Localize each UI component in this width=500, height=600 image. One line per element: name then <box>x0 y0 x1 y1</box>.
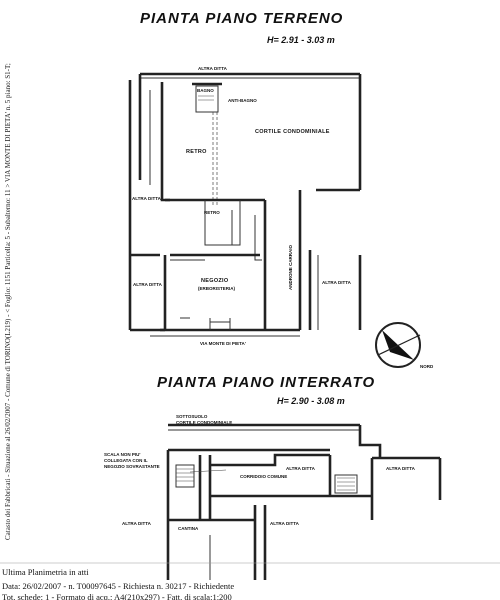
bs-scala-note-2: COLLEGATA CON IL <box>104 458 148 463</box>
bs-altra-ditta-bottom: ALTRA DITTA <box>270 521 300 526</box>
footer-line-2: Data: 26/02/2007 - n. T00097645 - Richie… <box>2 581 234 591</box>
footer-line-3: Tot. schede: 1 - Formato di acq.: A4(210… <box>2 592 232 600</box>
gf-retro-1: RETRO <box>186 149 207 155</box>
bs-corridoio: CORRIDOIO COMUNE <box>240 474 287 479</box>
gf-negozio-sub: (ERBORISTERIA) <box>198 286 236 291</box>
north-arrow-icon: NORD <box>375 322 434 369</box>
side-cadastral-text: Catasto dei Fabbricati - Situazione al 2… <box>4 63 12 540</box>
gf-cortile: CORTILE CONDOMINIALE <box>255 129 330 135</box>
gf-retro-2: RETRO <box>204 210 220 215</box>
basement-title: PIANTA PIANO INTERRATO <box>157 374 375 391</box>
bs-altra-ditta-mid: ALTRA DITTA <box>286 466 316 471</box>
bs-sottosuolo: SOTTOSUOLO <box>176 414 208 419</box>
north-label: NORD <box>420 364 434 369</box>
bs-cortile: CORTILE CONDOMINIALE <box>176 420 232 425</box>
gf-altra-ditta-right: ALTRA DITTA <box>322 280 352 285</box>
footer-line-1: Ultima Planimetria in atti <box>2 567 89 577</box>
gf-androne: ANDRONE CARRAIO <box>288 245 293 290</box>
gf-altra-ditta-left2: ALTRA DITTA <box>133 282 163 287</box>
gf-antibagno: ANTI-BAGNO <box>228 98 257 103</box>
bs-scala-note-1: SCALA NON PIU' <box>104 452 140 457</box>
gf-altra-ditta-left1: ALTRA DITTA <box>132 196 162 201</box>
ground-floor-height: H= 2.91 - 3.03 m <box>267 35 335 45</box>
basement-height: H= 2.90 - 3.08 m <box>277 396 345 406</box>
ground-floor-title: PIANTA PIANO TERRENO <box>140 10 343 27</box>
gf-negozio: NEGOZIO <box>201 278 229 284</box>
gf-altra-ditta-top: ALTRA DITTA <box>198 66 228 71</box>
bs-scala-note-3: NEGOZIO SOVRASTANTE <box>104 464 160 469</box>
ground-floor-plan: ALTRA DITTA BAGNO ANTI-BAGNO CORTILE CON… <box>128 66 362 346</box>
bs-cantina: CANTINA <box>178 526 199 531</box>
bs-altra-ditta-left: ALTRA DITTA <box>122 521 152 526</box>
basement-plan: SOTTOSUOLO CORTILE CONDOMINIALE SCALA NO… <box>104 414 442 580</box>
bs-altra-ditta-right: ALTRA DITTA <box>386 466 416 471</box>
gf-bagno: BAGNO <box>197 88 214 93</box>
gf-street: VIA MONTE DI PIETA' <box>200 341 246 346</box>
